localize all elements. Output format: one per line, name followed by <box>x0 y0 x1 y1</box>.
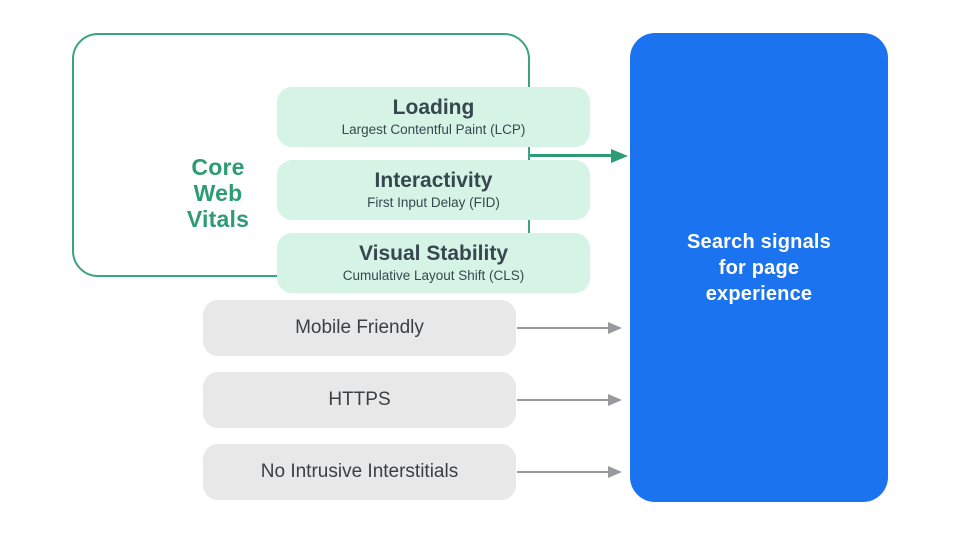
arrow-head-icon <box>611 148 628 163</box>
arrow-line <box>517 327 609 329</box>
signal-label: HTTPS <box>328 389 391 410</box>
signal-chip-no-intrusive-interstitials: No Intrusive Interstitials <box>203 444 516 500</box>
vital-title: Visual Stability <box>359 242 508 265</box>
search-signals-label: Search signals for page experience <box>687 230 831 305</box>
vital-card-visual-stability: Visual Stability Cumulative Layout Shift… <box>277 233 590 293</box>
vital-subtitle: Cumulative Layout Shift (CLS) <box>342 268 525 283</box>
arrow-head-icon <box>608 394 622 406</box>
vital-title: Interactivity <box>374 169 493 192</box>
vital-title: Loading <box>392 96 475 119</box>
arrow-line <box>530 154 612 157</box>
signal-chip-https: HTTPS <box>203 372 516 428</box>
core-web-vitals-group: Core Web Vitals Loading Largest Contentf… <box>72 33 590 293</box>
vital-card-interactivity: Interactivity First Input Delay (FID) <box>277 160 590 220</box>
arrow-head-icon <box>608 322 622 334</box>
arrow-line <box>517 399 609 401</box>
arrow-head-icon <box>608 466 622 478</box>
vital-subtitle: First Input Delay (FID) <box>367 195 500 210</box>
core-web-vitals-label: Core Web Vitals <box>186 154 250 232</box>
arrow-line <box>517 471 609 473</box>
signal-label: Mobile Friendly <box>295 317 424 338</box>
search-signals-result-box: Search signals for page experience <box>630 33 888 502</box>
vital-subtitle: Largest Contentful Paint (LCP) <box>341 122 526 137</box>
signal-chip-mobile-friendly: Mobile Friendly <box>203 300 516 356</box>
vital-card-loading: Loading Largest Contentful Paint (LCP) <box>277 87 590 147</box>
signal-label: No Intrusive Interstitials <box>260 461 459 482</box>
